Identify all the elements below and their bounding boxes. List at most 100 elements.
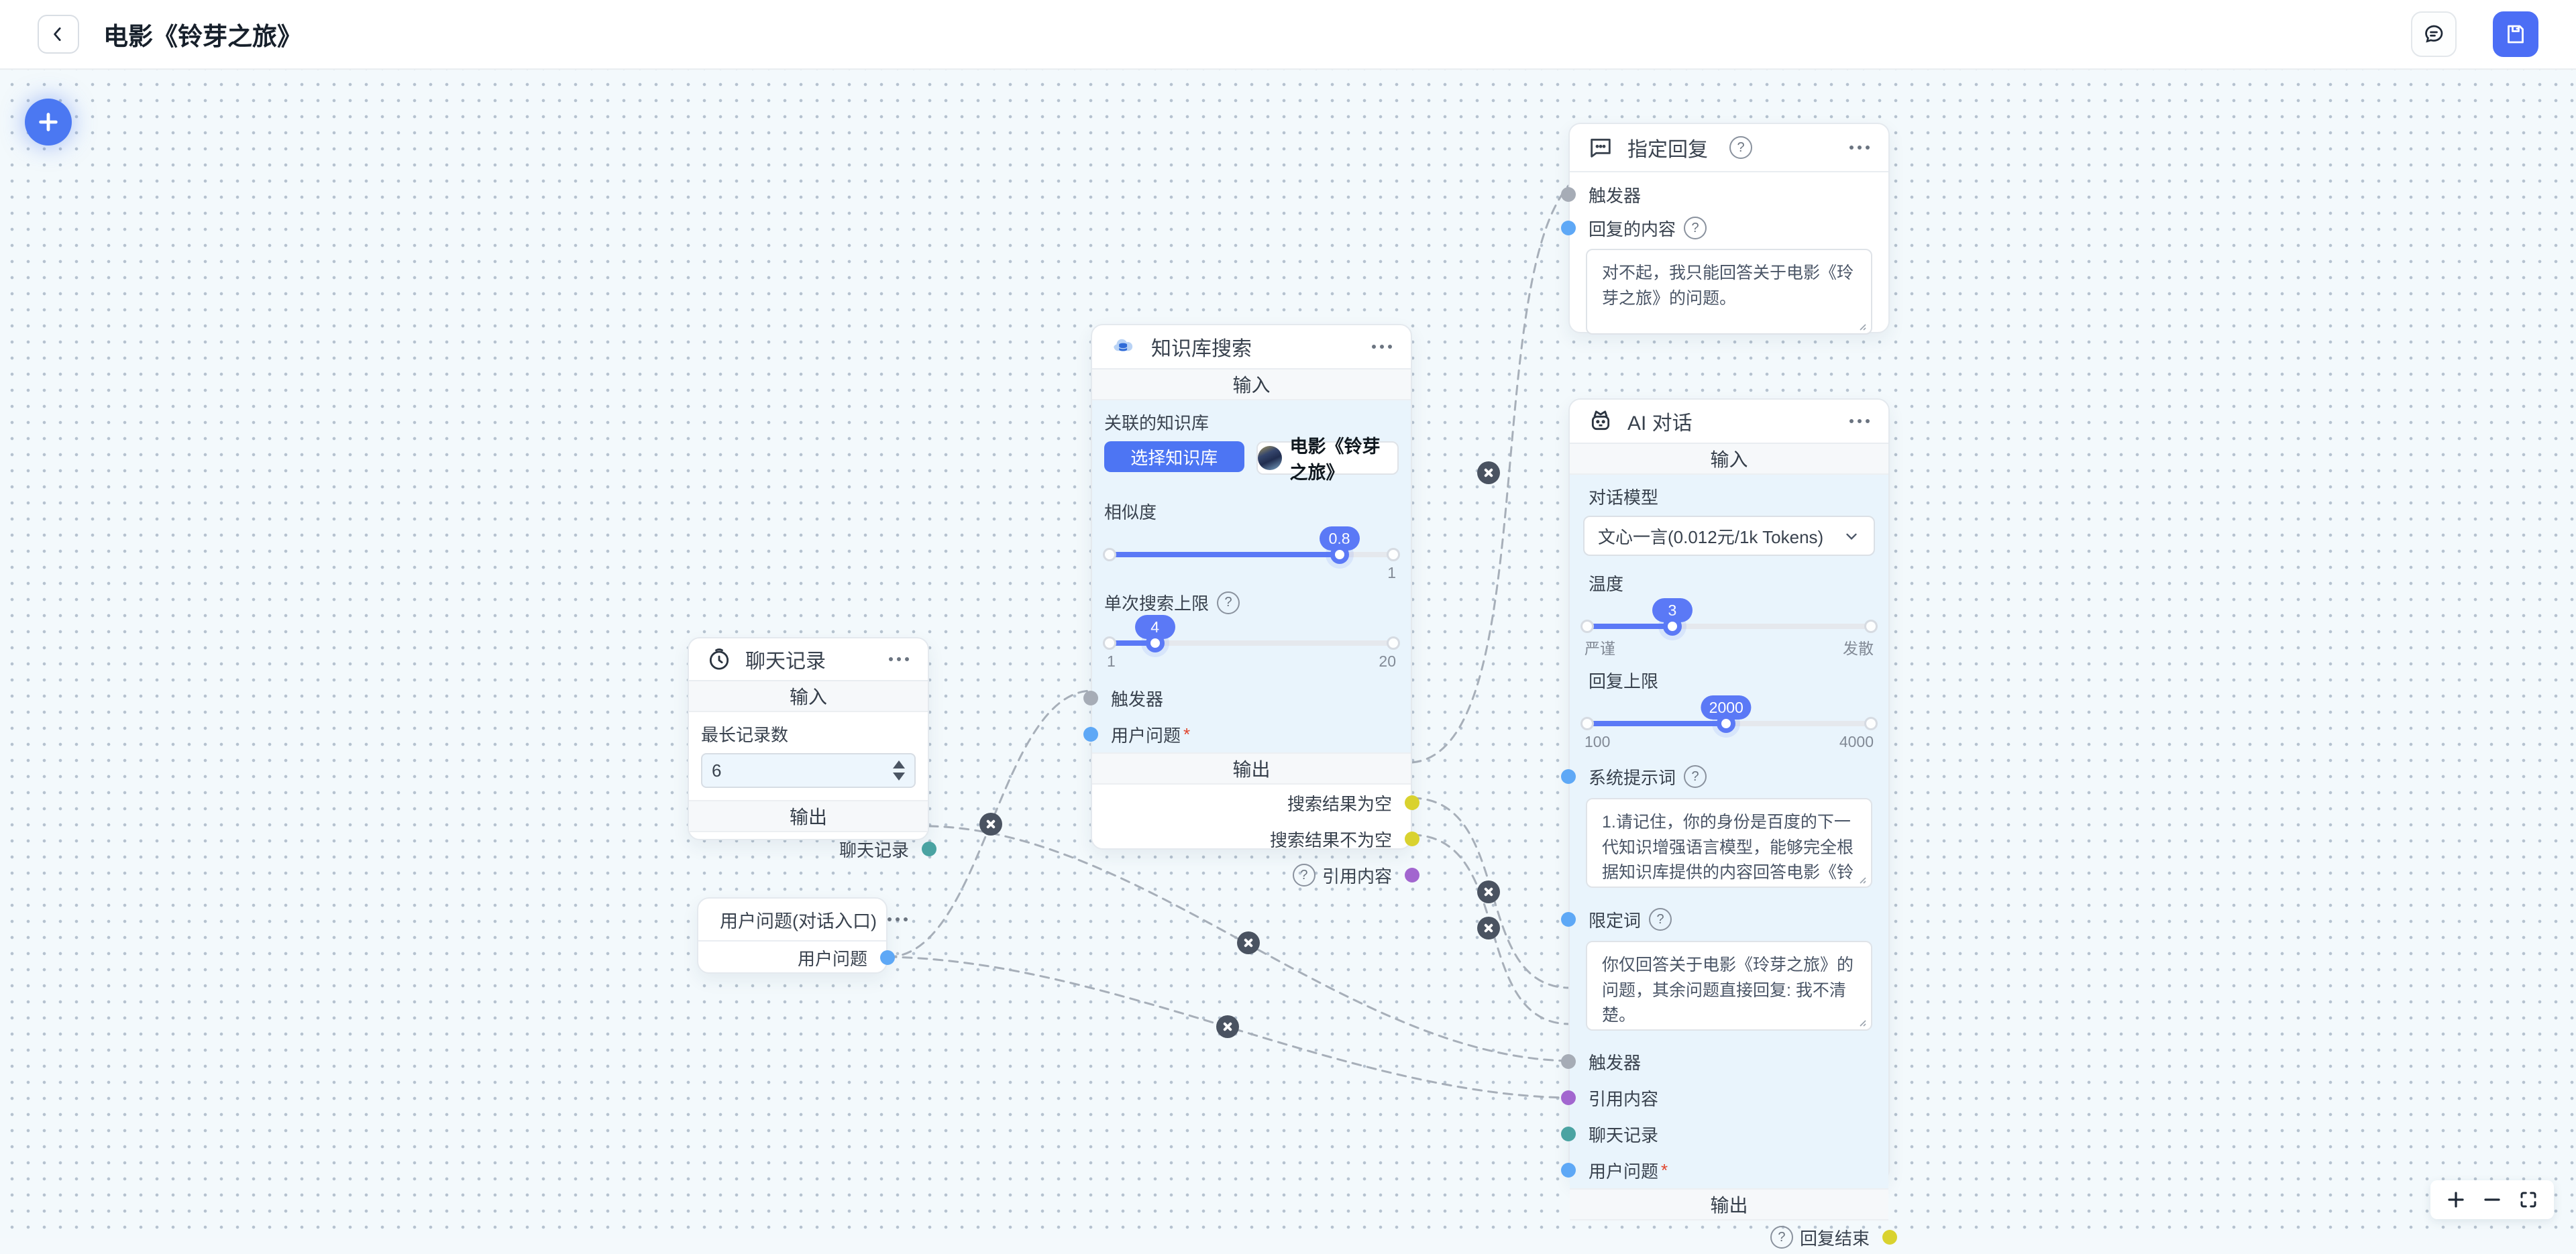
port-dot-user-question[interactable] — [1561, 1163, 1576, 1178]
edge-delete-button[interactable] — [979, 813, 1002, 836]
number-steppers — [893, 760, 905, 781]
zoom-out-button[interactable] — [2477, 1185, 2507, 1214]
zoom-in-button[interactable] — [2441, 1185, 2471, 1214]
help-icon[interactable]: ? — [1217, 591, 1240, 614]
port-dot-trigger[interactable] — [1083, 691, 1098, 705]
chat-bubble-icon — [2425, 25, 2443, 43]
port-dot-result-not-empty[interactable] — [1405, 832, 1419, 846]
port-dot-quote-content[interactable] — [1405, 868, 1419, 882]
slider-max-label: 发散 — [1843, 640, 1874, 657]
slider-track[interactable]: 3 — [1580, 598, 1878, 636]
required-mark: * — [1661, 1159, 1668, 1180]
edge-delete-button[interactable] — [1477, 461, 1500, 484]
select-kb-button[interactable]: 选择知识库 — [1104, 441, 1244, 472]
plus-icon — [39, 113, 58, 131]
more-menu-icon[interactable] — [1848, 139, 1871, 156]
slider-track[interactable]: 2000 — [1580, 695, 1878, 733]
node-user-question-entry[interactable]: 用户问题(对话入口) 用户问题 — [697, 897, 908, 974]
more-menu-icon[interactable] — [888, 650, 910, 668]
port-dot-quote[interactable] — [1561, 1090, 1576, 1105]
port-dot-chat-history-out[interactable] — [922, 842, 936, 856]
node-ai-chat[interactable]: AI 对话 输入 对话模型 文心一言(0.012元/1k Tokens) 温度 … — [1561, 398, 1897, 1249]
port-label: 回复的内容 — [1589, 219, 1676, 239]
max-records-input[interactable]: 6 — [701, 753, 916, 788]
port-dot-reply-content[interactable] — [1561, 221, 1576, 235]
input-section-header: 输入 — [689, 681, 928, 712]
search-limit-row: 单次搜索上限 ? — [1092, 585, 1411, 619]
kb-chip[interactable]: 电影《铃芽之旅》 — [1256, 437, 1399, 483]
port-dot-trigger[interactable] — [1561, 1054, 1576, 1069]
more-menu-icon[interactable] — [1848, 412, 1871, 430]
help-icon[interactable]: ? — [1684, 765, 1707, 788]
input-section-body: 对话模型 文心一言(0.012元/1k Tokens) 温度 3 严谨 发散 回… — [1561, 475, 1888, 1188]
slider-value-badge: 4 — [1134, 615, 1175, 639]
port-row-system-prompt: 系统提示词 ? — [1561, 759, 1888, 794]
reply-limit-label: 回复上限 — [1589, 671, 1659, 691]
help-icon[interactable]: ? — [1684, 217, 1707, 239]
minus-icon — [2484, 1198, 2500, 1201]
node-header: 聊天记录 — [689, 638, 928, 681]
slider-min-label: 1 — [1107, 652, 1116, 670]
port-dot-chat-history[interactable] — [1561, 1127, 1576, 1141]
port-label: 触发器 — [1589, 185, 1642, 206]
feedback-button[interactable] — [2411, 11, 2457, 57]
similarity-label: 相似度 — [1104, 502, 1157, 522]
slider-track[interactable]: 4 — [1103, 615, 1400, 652]
edge-delete-button[interactable] — [1237, 931, 1260, 954]
port-label: 限定词 — [1589, 910, 1642, 931]
help-icon[interactable]: ? — [1729, 136, 1752, 159]
port-label: 用户问题 — [1589, 1161, 1659, 1182]
edge-delete-button[interactable] — [1477, 880, 1500, 903]
stepper-down-icon[interactable] — [893, 773, 905, 781]
node-specified-reply[interactable]: 指定回复 ? 触发器 回复的内容 ? 对不起，我只能回答关于电影《玲芽之旅》的问… — [1561, 123, 1890, 335]
port-dot-qualifier[interactable] — [1561, 912, 1576, 927]
model-select-value: 文心一言(0.012元/1k Tokens) — [1598, 526, 1824, 547]
save-button[interactable] — [2493, 11, 2538, 57]
node-header: 用户问题(对话入口) — [698, 899, 908, 942]
port-dot-reply-end[interactable] — [1882, 1230, 1897, 1245]
slider-track[interactable]: 0.8 — [1103, 526, 1400, 564]
port-label: 系统提示词 — [1589, 767, 1676, 788]
edge-delete-button[interactable] — [1216, 1015, 1239, 1038]
qualifier-field: 你仅回答关于电影《玲芽之旅》的问题，其余问题直接回复: 我不清楚。 — [1586, 941, 1872, 1035]
help-icon[interactable]: ? — [1649, 908, 1672, 931]
reply-content-textarea[interactable]: 对不起，我只能回答关于电影《玲芽之旅》的问题。 — [1586, 249, 1872, 335]
add-node-button[interactable] — [25, 99, 72, 146]
slider-thumb[interactable] — [1145, 634, 1165, 652]
port-row-trigger: 触发器 — [1561, 178, 1888, 211]
qualifier-textarea[interactable]: 你仅回答关于电影《玲芽之旅》的问题，其余问题直接回复: 我不清楚。 — [1586, 941, 1872, 1031]
node-chat-history[interactable]: 聊天记录 输入 最长记录数 6 输出 聊天记录 — [688, 637, 936, 860]
help-icon[interactable]: ? — [1770, 1226, 1793, 1249]
port-row-quote-content: ? 引用内容 — [1092, 857, 1419, 893]
slider-thumb[interactable] — [1662, 617, 1682, 636]
node-kb-search[interactable]: 知识库搜索 输入 关联的知识库 选择知识库 电影《铃芽之旅》 相似度 0.8 — [1083, 324, 1419, 887]
port-dot-system-prompt[interactable] — [1561, 769, 1576, 784]
port-dot-result-empty[interactable] — [1405, 795, 1419, 810]
port-label: 引用内容 — [1322, 866, 1392, 887]
port-dot-trigger[interactable] — [1561, 187, 1576, 202]
clock-icon — [709, 648, 729, 670]
edge-delete-button[interactable] — [1477, 917, 1500, 939]
more-menu-icon[interactable] — [886, 911, 909, 928]
fit-view-button[interactable] — [2514, 1185, 2543, 1214]
port-label: 引用内容 — [1589, 1088, 1659, 1109]
port-row-user-question: 用户问题 * — [1561, 1152, 1888, 1188]
system-prompt-textarea[interactable]: 1.请记住，你的身份是百度的下一代知识增强语言模型，能够完全根据知识库提供的内容… — [1586, 798, 1872, 888]
port-row-reply-end: ? 回复结束 — [1570, 1220, 1897, 1254]
input-section-header: 输入 — [1570, 444, 1888, 475]
port-dot-user-question[interactable] — [1083, 727, 1098, 742]
node-header: 指定回复 ? — [1570, 124, 1888, 172]
temperature-slider: 3 严谨 发散 — [1570, 598, 1888, 661]
slider-thumb[interactable] — [1330, 545, 1349, 564]
slider-min-label: 100 — [1585, 733, 1611, 750]
node-header: 知识库搜索 — [1092, 325, 1411, 369]
back-button[interactable] — [38, 15, 79, 54]
more-menu-icon[interactable] — [1371, 338, 1393, 355]
port-dot-user-question-out[interactable] — [880, 950, 895, 965]
kb-poster-thumbnail — [1257, 446, 1282, 470]
required-mark: * — [1183, 724, 1191, 744]
stepper-up-icon[interactable] — [893, 760, 905, 768]
model-select[interactable]: 文心一言(0.012元/1k Tokens) — [1583, 516, 1875, 556]
help-icon[interactable]: ? — [1292, 864, 1316, 887]
slider-thumb[interactable] — [1717, 714, 1736, 733]
